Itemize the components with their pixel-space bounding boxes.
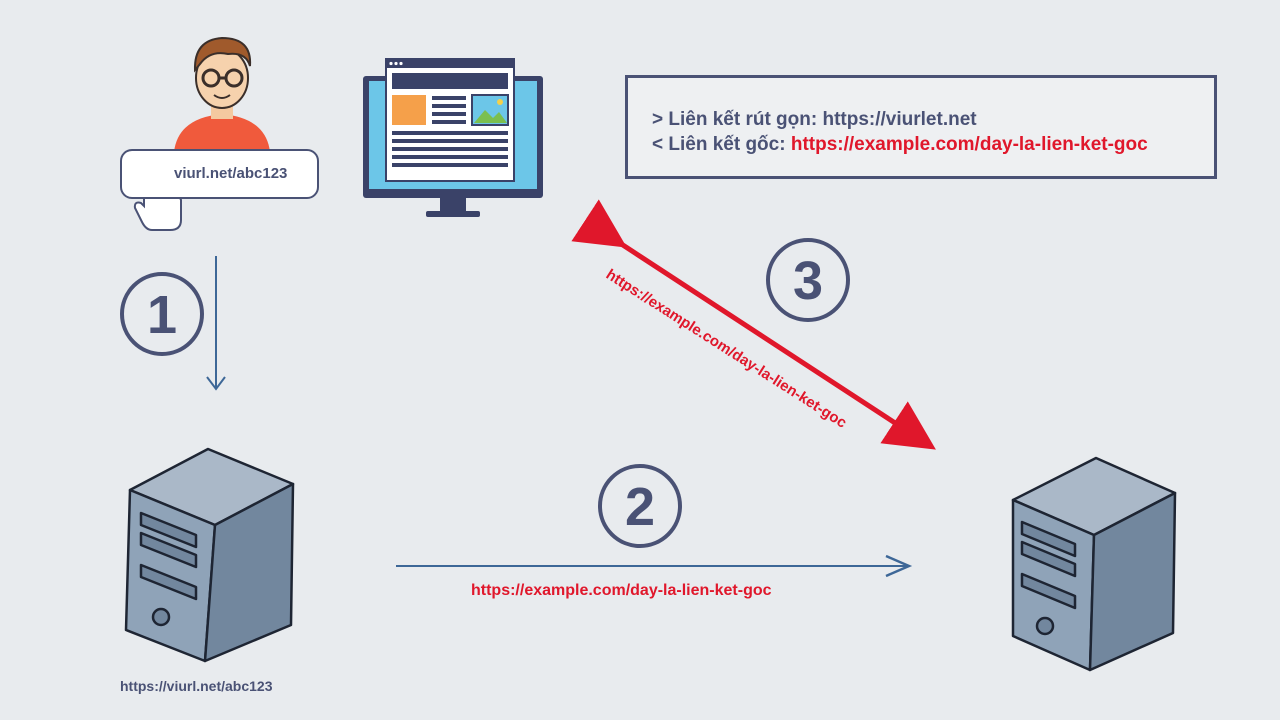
step1-arrow	[206, 256, 226, 391]
browser-monitor-icon	[363, 58, 543, 217]
shortener-server-icon	[124, 447, 295, 663]
destination-server-icon	[1011, 456, 1177, 672]
short-link-info-url: https://viurlet.net	[822, 109, 977, 130]
shortener-server-url-label: https://viurl.net/abc123	[120, 678, 273, 694]
short-link-info-line: > Liên kết rút gọn: https://viurlet.net	[652, 109, 977, 131]
step2-number: 2	[625, 477, 655, 537]
step1-circle	[120, 272, 204, 356]
step2-circle	[598, 464, 682, 548]
short-link-info-prefix: > Liên kết rút gọn:	[652, 109, 818, 130]
original-link-info-line: < Liên kết gốc: https://example.com/day-…	[652, 134, 1148, 156]
step3-double-arrow	[571, 199, 936, 450]
original-link-info-prefix: < Liên kết gốc:	[652, 134, 786, 155]
original-link-info-url: https://example.com/day-la-lien-ket-goc	[790, 134, 1148, 155]
step2-arrow	[396, 554, 913, 578]
step1-number: 1	[147, 285, 177, 345]
short-link-pill[interactable]: viurl.net/abc123	[120, 149, 319, 199]
short-link-text: viurl.net/abc123	[174, 165, 288, 182]
redirect-url-label: https://example.com/day-la-lien-ket-goc	[471, 582, 772, 599]
step3-circle	[766, 238, 850, 322]
link-info-box: > Liên kết rút gọn: https://viurlet.net …	[625, 75, 1217, 179]
user-avatar	[174, 36, 270, 152]
step3-number: 3	[793, 251, 823, 311]
